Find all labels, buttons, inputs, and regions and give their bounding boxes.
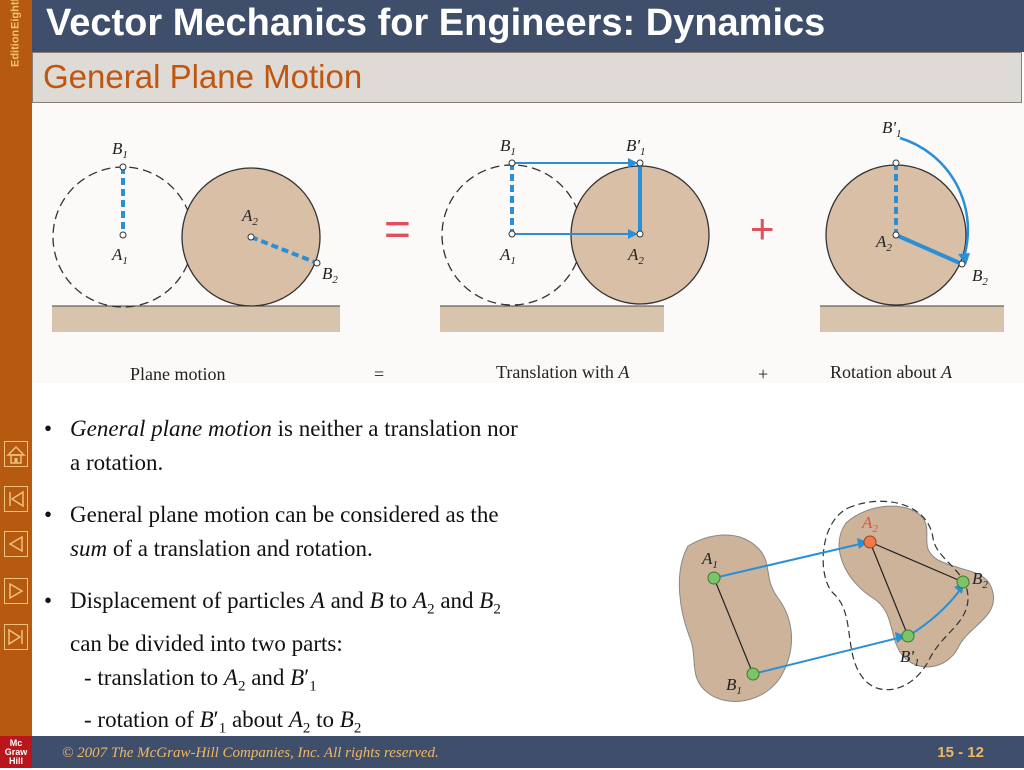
svg-text:A1: A1: [499, 245, 516, 267]
plane-motion-figure: B1 A1 A2 B2 = B1 B'1 A1 A2 + B'1 A2 B2: [32, 103, 1024, 384]
caption-equals: =: [374, 364, 384, 383]
svg-text:B'1: B'1: [626, 136, 646, 158]
bullet-item: • General plane motion is neither a tran…: [44, 416, 518, 475]
svg-text:A2: A2: [241, 206, 258, 228]
svg-text:B2: B2: [972, 266, 988, 288]
translated-outline: [822, 500, 969, 691]
equals-symbol: =: [384, 203, 411, 255]
page-title: Vector Mechanics for Engineers: Dynamics: [46, 2, 826, 44]
header-bar: Vector Mechanics for Engineers: Dynamics: [32, 0, 1024, 52]
plane-motion-diagram: B1 A1 A2 B2 = B1 B'1 A1 A2 + B'1 A2 B2: [52, 118, 1004, 384]
sub-item-rotation: - rotation of B′1 about A2 to B2: [84, 707, 362, 737]
svg-text:A1: A1: [111, 245, 128, 267]
svg-text:B1: B1: [112, 139, 128, 161]
publisher-logo: Mc Graw Hill: [0, 736, 32, 768]
page-number: 15 - 12: [937, 744, 984, 761]
body-final: [838, 505, 994, 668]
ground-strip: [52, 306, 340, 332]
slide-subtitle: General Plane Motion: [43, 58, 363, 95]
edition-label: Eighth Edition: [0, 0, 32, 67]
svg-text:B'1: B'1: [900, 647, 920, 669]
sub-item-translation: - translation to A2 and B′1: [84, 664, 317, 695]
caption-translation: Translation with A: [496, 362, 630, 382]
previous-slide-icon: [8, 535, 23, 553]
subtitle-bar: General Plane Motion: [32, 52, 1022, 103]
last-slide-button[interactable]: [4, 624, 28, 650]
first-slide-icon: [9, 490, 24, 508]
bullet-item: • General plane motion can be considered…: [44, 502, 499, 561]
svg-text:B2: B2: [972, 569, 988, 591]
svg-text:B'1: B'1: [882, 118, 902, 140]
svg-text:B1: B1: [726, 675, 742, 697]
last-slide-icon: [8, 628, 23, 646]
svg-text:A2: A2: [627, 245, 644, 267]
svg-text:A2: A2: [861, 513, 878, 535]
svg-text:A1: A1: [701, 549, 718, 571]
caption-plus: +: [758, 364, 768, 383]
bullet-item: • Displacement of particles A and B to A…: [40, 584, 660, 746]
svg-text:A2: A2: [875, 232, 892, 254]
home-button[interactable]: [4, 441, 28, 467]
ground-strip: [820, 306, 1004, 332]
bullet-list: • General plane motion is neither a tran…: [40, 412, 660, 764]
home-icon: [6, 445, 26, 464]
edition-line1: Eighth: [9, 0, 22, 30]
caption-plane-motion: Plane motion: [130, 364, 226, 383]
sidebar: Eighth Edition Mc Graw Hill: [0, 0, 32, 768]
footer-bar: © 2007 The McGraw-Hill Companies, Inc. A…: [32, 736, 1024, 768]
caption-rotation: Rotation about A: [830, 362, 953, 382]
copyright-text: © 2007 The McGraw-Hill Companies, Inc. A…: [62, 745, 439, 761]
previous-slide-button[interactable]: [4, 531, 28, 557]
svg-text:B2: B2: [322, 264, 338, 286]
ground-strip: [440, 306, 664, 332]
rigid-body-displacement-figure: A1 A2 B1 B'1 B2: [668, 498, 1008, 728]
first-slide-button[interactable]: [4, 486, 28, 512]
next-slide-button[interactable]: [4, 578, 28, 604]
svg-text:B1: B1: [500, 136, 516, 158]
next-slide-icon: [9, 582, 24, 600]
plus-symbol: +: [750, 205, 775, 252]
body-initial: [678, 534, 792, 702]
edition-line2: Edition: [9, 29, 22, 67]
rigid-body-displacement-diagram: A1 A2 B1 B'1 B2: [678, 500, 994, 702]
